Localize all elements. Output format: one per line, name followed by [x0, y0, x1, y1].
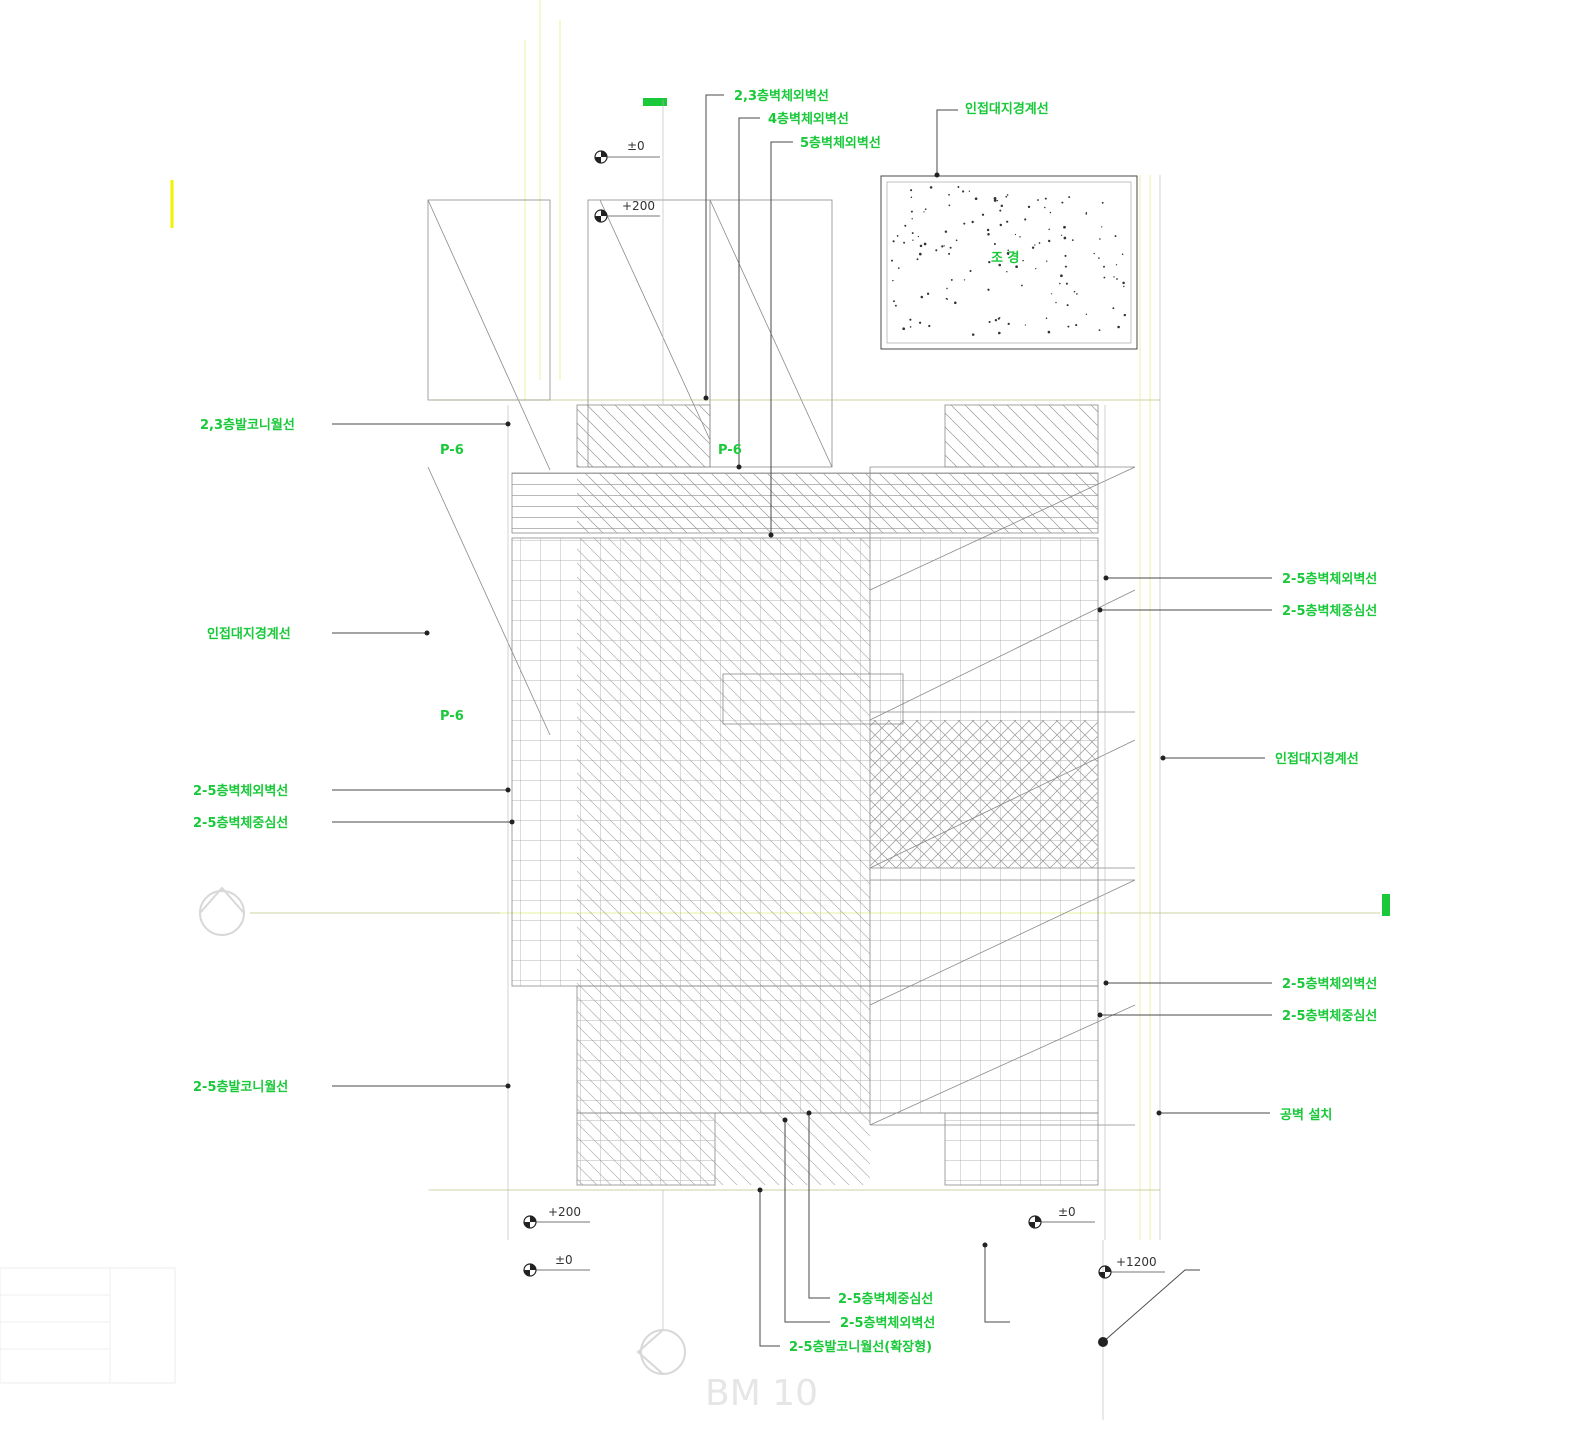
label-bottom-center: 2-5층벽체중심선 [838, 1291, 933, 1307]
label-party-wall: 공벽 설치 [1280, 1107, 1332, 1123]
center-core-outline [722, 673, 904, 725]
level-marker-top-plus200: +200 [594, 199, 660, 223]
label-adjacent-boundary-left: 인접대지경계선 [207, 626, 291, 642]
label-left-balcony: 2-5층발코니월선 [193, 1079, 288, 1095]
landscape-speckles [891, 186, 1127, 336]
label-right-outer-2: 2-5층벽체외벽선 [1282, 976, 1377, 992]
legend-block [0, 1267, 176, 1384]
label-adjacent-boundary-top: 인접대지경계선 [965, 101, 1049, 117]
label-bottom-outer: 2-5층벽체외벽선 [840, 1315, 935, 1331]
level-marker-top-zero: ±0 [594, 139, 660, 164]
section-marker-icon [636, 1329, 686, 1375]
label-balcony23: 2,3층발코니월선 [200, 417, 295, 433]
level-marker-icon [523, 1215, 590, 1229]
section-marker-icon [199, 886, 245, 936]
hatch-block-top-left [576, 404, 711, 468]
label-floor5-outer-wall: 5층벽체외벽선 [800, 135, 881, 151]
green-marker-top [643, 98, 667, 106]
boundary-lines [250, 100, 1380, 1420]
label-p6-a: P-6 [440, 443, 464, 458]
label-floor4-outer-wall: 4층벽체외벽선 [768, 111, 849, 127]
level-text: +200 [548, 1205, 581, 1219]
label-left-outer: 2-5층벽체외벽선 [193, 783, 288, 799]
annotation-labels: 2,3층벽체외벽선 4층벽체외벽선 5층벽체외벽선 인접대지경계선 2,3층발코… [193, 88, 1377, 1355]
level-marker-icon [594, 150, 660, 164]
level-marker-icon [1028, 1215, 1095, 1229]
label-right-center-1: 2-5층벽체중심선 [1282, 603, 1377, 619]
level-marker-bottom-right-zero: ±0 [1028, 1205, 1095, 1229]
leader-dots [424, 172, 1166, 1347]
level-marker-bottom-zero: ±0 [523, 1253, 590, 1277]
level-marker-bottom-right-plus1200: +1200 [1098, 1255, 1165, 1279]
label-right-center-2: 2-5층벽체중심선 [1282, 1008, 1377, 1024]
label-p6-b: P-6 [718, 443, 742, 458]
grid-hatch-bottom-right [944, 1112, 1099, 1186]
label-left-center: 2-5층벽체중심선 [193, 815, 288, 831]
level-marker-bottom-plus200: +200 [523, 1205, 590, 1229]
label-bottom-balcony: 2-5층발코니월선(확장형) [789, 1339, 932, 1355]
level-marker-icon [594, 209, 660, 223]
label-right-outer-1: 2-5층벽체외벽선 [1282, 571, 1377, 587]
level-marker-icon [1098, 1265, 1165, 1279]
leader-lines [332, 94, 1272, 1347]
label-p6-c: P-6 [440, 709, 464, 724]
level-text: +1200 [1116, 1255, 1157, 1269]
bm-label: BM 10 [705, 1373, 818, 1414]
level-text: +200 [622, 199, 655, 213]
landscape-label: 조 경 [991, 250, 1019, 266]
level-text: ±0 [627, 139, 645, 153]
green-marker-right [1382, 894, 1390, 916]
level-text: ±0 [1058, 1205, 1076, 1219]
label-adjacent-boundary-right: 인접대지경계선 [1275, 751, 1359, 767]
level-marker-icon [523, 1263, 590, 1277]
landscape-area: 조 경 [880, 175, 1138, 350]
building-plan [511, 404, 1136, 1186]
hatch-block-top-right [944, 404, 1099, 468]
label-floor23-outer-wall: 2,3층벽체외벽선 [734, 88, 829, 104]
level-text: ±0 [555, 1253, 573, 1267]
